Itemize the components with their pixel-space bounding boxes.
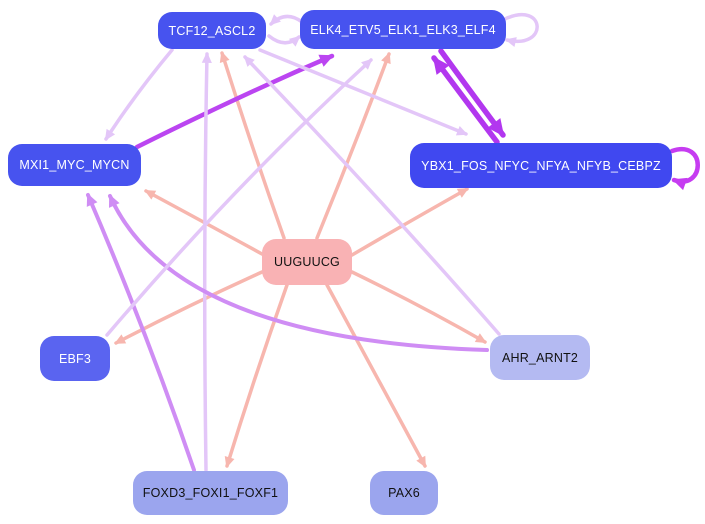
node-pax6[interactable]: PAX6	[370, 471, 438, 515]
arrowhead-uuguucg-pax6	[416, 455, 426, 468]
edge-elk4-elk4	[503, 12, 539, 44]
arrowhead-uuguucg-ebf3	[114, 334, 127, 344]
arrowhead-tcf12-ybx1	[455, 125, 468, 136]
edge-tcf12-mxi1	[104, 48, 174, 141]
edge-mxi1-elk4	[134, 53, 335, 150]
edge-ahr-tcf12	[243, 55, 501, 336]
arrowhead-uuguucg-ahr	[474, 333, 487, 343]
edge-uuguucg-ahr	[350, 270, 487, 344]
node-ybx1[interactable]: YBX1_FOS_NFYC_NFYA_NFYB_CEBPZ	[410, 143, 672, 188]
arrowhead-ahr-mxi1	[108, 194, 120, 208]
edge-tcf12-ybx1	[258, 48, 468, 136]
arrowhead-ybx1-ybx1	[672, 177, 688, 191]
arrowhead-tcf12-mxi1	[104, 128, 116, 141]
edge-uuguucg-ebf3	[114, 270, 264, 345]
arrowhead-foxd3-mxi1	[86, 193, 98, 207]
edge-foxd3-tcf12	[202, 52, 209, 472]
edge-uuguucg-mxi1	[144, 189, 264, 256]
arrowhead-uuguucg-ybx1	[456, 188, 469, 198]
edge-ybx1-elk4	[431, 55, 500, 145]
node-foxd3[interactable]: FOXD3_FOXI1_FOXF1	[133, 471, 288, 515]
edge-uuguucg-ybx1	[350, 187, 469, 257]
arrowhead-elk4-ybx1	[487, 118, 505, 137]
edge-ybx1-ybx1	[669, 147, 700, 184]
arrowhead-uuguucg-mxi1	[144, 190, 157, 200]
node-tcf12[interactable]: TCF12_ASCL2	[158, 12, 266, 49]
arrowhead-elk4-elk4	[505, 37, 517, 47]
arrowhead-ybx1-elk4	[432, 56, 450, 75]
edge-foxd3-mxi1	[86, 193, 196, 472]
arrowhead-ebf3-elk4	[361, 58, 373, 70]
edge-uuguucg-pax6	[325, 283, 427, 468]
arrowhead-ahr-tcf12	[243, 55, 255, 67]
node-ahr[interactable]: AHR_ARNT2	[490, 335, 590, 380]
arrowhead-uuguucg-foxd3	[224, 456, 235, 468]
edge-uuguucg-foxd3	[225, 283, 289, 468]
arrowhead-uuguucg-elk4	[381, 52, 391, 65]
node-mxi1[interactable]: MXI1_MYC_MYCN	[8, 144, 141, 186]
edge-uuguucg-tcf12	[220, 51, 286, 240]
arrowhead-mxi1-elk4	[318, 54, 334, 67]
node-elk4[interactable]: ELK4_ETV5_ELK1_ELK3_ELF4	[300, 10, 506, 49]
edge-ahr-mxi1	[108, 194, 489, 352]
edge-elk4-ybx1	[438, 48, 506, 138]
node-ebf3[interactable]: EBF3	[40, 336, 110, 381]
node-uuguucg[interactable]: UUGUUCG	[262, 239, 352, 285]
arrowhead-tcf12-elk4	[288, 35, 301, 47]
arrowhead-elk4-tcf12	[269, 14, 281, 26]
arrowhead-foxd3-tcf12	[201, 52, 212, 63]
edge-uuguucg-elk4	[315, 52, 391, 240]
edge-ebf3-elk4	[105, 58, 373, 337]
arrowhead-uuguucg-tcf12	[219, 51, 230, 63]
